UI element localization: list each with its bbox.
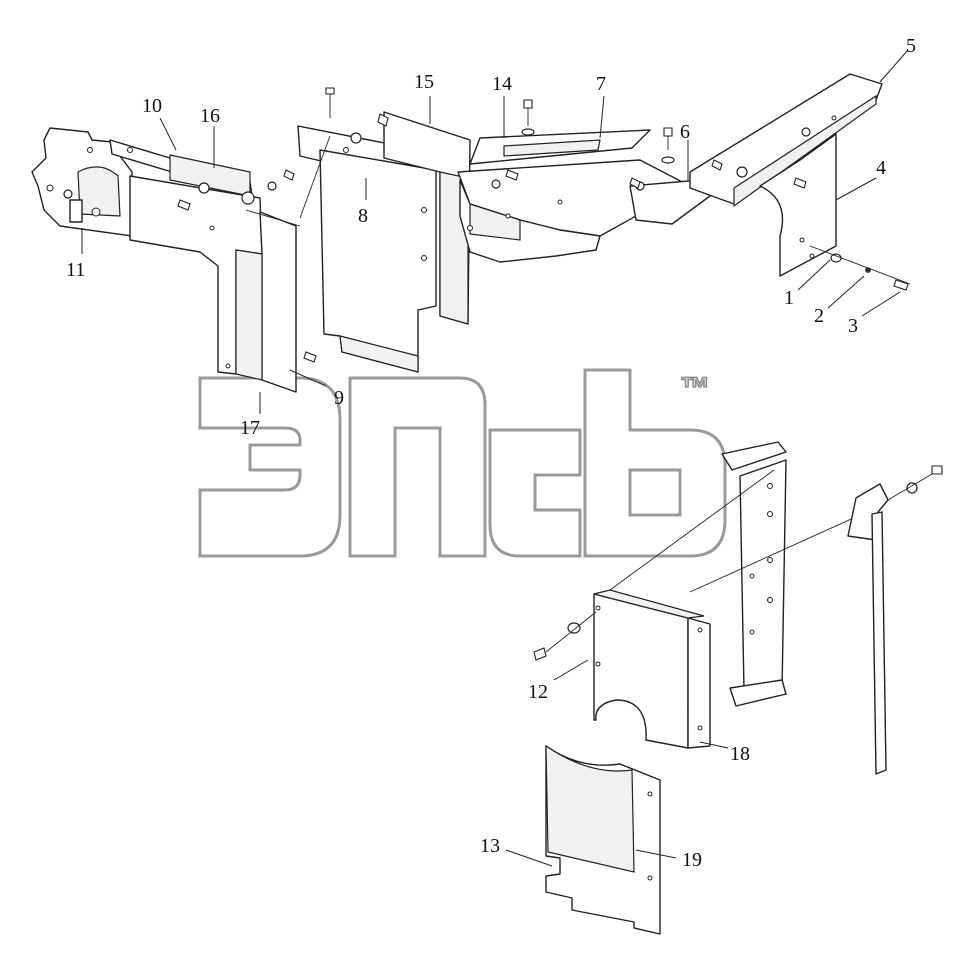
callout-14: 14 xyxy=(492,73,512,95)
fastener-set-right xyxy=(809,245,911,291)
callout-12: 12 xyxy=(528,681,548,703)
callout-15: 15 xyxy=(414,71,434,93)
part-17-l-shield xyxy=(129,154,297,393)
callout-2: 2 xyxy=(814,305,824,327)
part-6-central-bracket xyxy=(457,159,711,263)
part-8-panel xyxy=(297,125,437,373)
part-7-angle xyxy=(469,129,651,165)
callout-13: 13 xyxy=(480,835,500,857)
callout-18: 18 xyxy=(730,743,750,765)
callout-9: 9 xyxy=(334,387,344,409)
callout-19: 19 xyxy=(682,849,702,871)
callout-11: 11 xyxy=(66,259,85,281)
callout-1: 1 xyxy=(784,287,794,309)
part-4-shield xyxy=(759,133,837,277)
vertical-bracket xyxy=(609,441,881,707)
callout-16: 16 xyxy=(200,105,220,127)
part-5-channel xyxy=(689,73,883,208)
trademark-symbol: ™ xyxy=(680,372,710,405)
callout-6: 6 xyxy=(680,121,690,143)
callout-5: 5 xyxy=(906,35,916,57)
leader-lines xyxy=(81,49,909,867)
part-11-left-bracket xyxy=(31,127,133,237)
callout-17: 17 xyxy=(240,417,260,439)
callout-8: 8 xyxy=(358,205,368,227)
callout-3: 3 xyxy=(848,315,858,337)
callout-10: 10 xyxy=(142,95,162,117)
callout-7: 7 xyxy=(596,73,606,95)
callout-4: 4 xyxy=(876,157,886,179)
right-rail xyxy=(847,465,943,775)
bolts-top xyxy=(177,87,807,363)
part-18-lower-shield xyxy=(533,589,711,749)
part-13-bottom-shield xyxy=(545,744,661,935)
watermark-logo: ™ xyxy=(198,368,727,558)
callouts: 10 16 11 15 14 7 6 5 4 8 9 17 1 2 3 12 1… xyxy=(66,35,916,871)
